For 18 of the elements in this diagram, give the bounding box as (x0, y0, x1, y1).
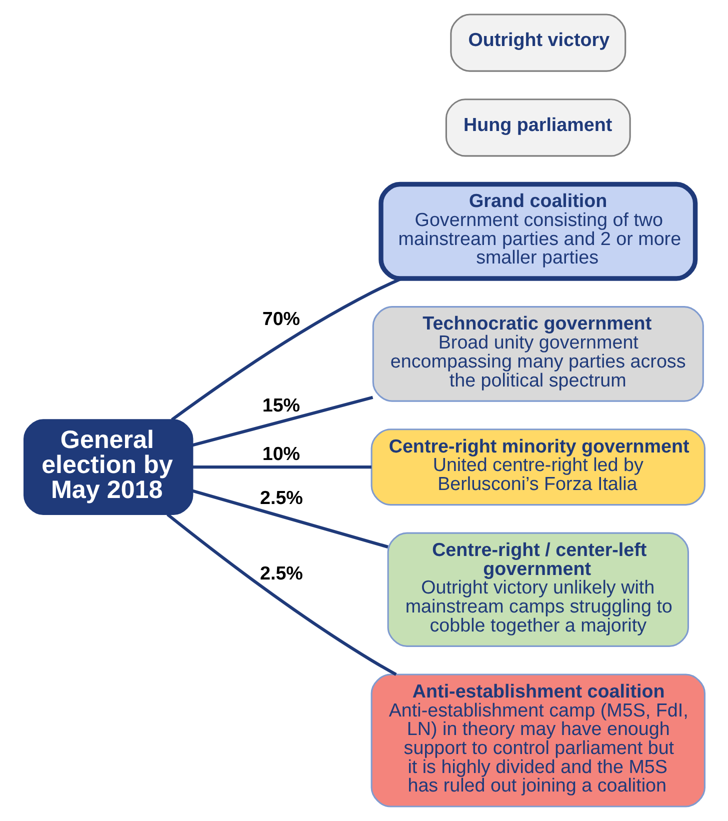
node-box: Hung parliament (444, 98, 630, 157)
node-box: General election by May 2018 (23, 419, 193, 515)
node-box: Outright victory (450, 14, 626, 72)
node-box: Centre-right / center-left government Outright victory unlikely with mainstream camps struggling to cobble together a majority (386, 532, 688, 647)
connector (192, 466, 371, 469)
edge-label: 70% (262, 308, 300, 330)
node-box: Centre-right minority government United centre-right led by Berlusconi’s Forza Italia (370, 428, 705, 506)
edge-label: 2.5% (260, 487, 302, 508)
edge-label: 2.5% (260, 562, 302, 584)
edge-label: 10% (262, 443, 300, 464)
connector (166, 513, 396, 676)
connector (192, 489, 388, 548)
node-box: Anti-establishment coalition Anti-establishment camp (M5S, FdI, LN) in theory may have enough support to control parliament but it is highly divided and the M5S has ruled out joining a coalition (370, 674, 705, 808)
connector (192, 396, 373, 447)
connector (170, 277, 402, 422)
node-box: Technocratic government Broad unity government encompassing many parties across the political spectrum (372, 306, 704, 402)
edge-label: 15% (262, 394, 300, 416)
node-box: Grand coalition Government consisting of two mainstream parties and 2 or more smaller parties (378, 182, 698, 281)
